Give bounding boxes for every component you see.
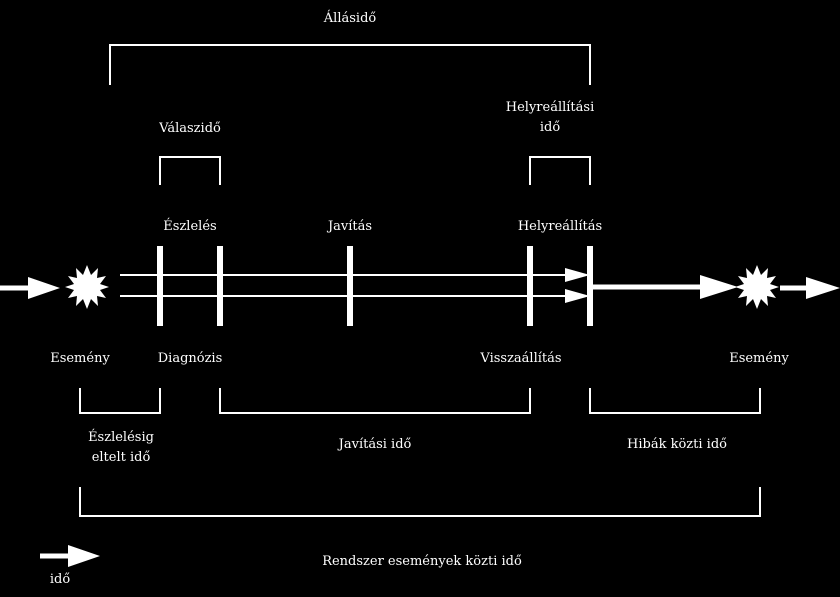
incoming-arrow	[0, 277, 60, 299]
detection-label: Észlelés	[163, 218, 216, 234]
response-time-bracket	[159, 156, 221, 185]
time-between-system-events-label: Rendszer események közti idő	[322, 554, 522, 569]
downtime-label: Állásidő	[323, 10, 377, 26]
detection-bar	[157, 246, 163, 326]
event-right-burst-icon	[735, 265, 779, 309]
downtime-bracket	[109, 44, 591, 85]
event-left-label: Esemény	[50, 351, 110, 366]
outgoing-arrow	[780, 277, 840, 299]
repair-bar	[347, 246, 353, 326]
response-time-label: Válaszidő	[158, 121, 221, 136]
restoration-bar	[587, 246, 593, 326]
operation-arrow	[593, 275, 738, 299]
time-to-detect-label-line1: Észlelésig	[88, 429, 154, 445]
restore-time-bracket	[529, 156, 591, 185]
restore-time-label-line1: Helyreállítási	[506, 100, 594, 115]
diagnosis-bar	[217, 246, 223, 326]
time-to-detect-bracket	[79, 388, 161, 414]
repair-time-bracket	[219, 388, 531, 414]
recovery-label: Visszaállítás	[479, 351, 561, 366]
time-between-failures-label: Hibák közti idő	[627, 437, 727, 452]
diagnosis-label: Diagnózis	[158, 351, 223, 366]
event-right-label: Esemény	[729, 351, 789, 366]
restore-time-label-line2: idő	[540, 120, 560, 135]
time-between-failures-bracket	[589, 388, 761, 414]
time-arrow-legend	[40, 545, 100, 567]
time-legend-label: idő	[50, 572, 70, 587]
event-left-burst-icon	[65, 265, 109, 309]
timeline-arrows	[120, 268, 590, 303]
time-to-detect-label-line2: eltelt idő	[92, 450, 151, 465]
time-between-system-events-bracket	[79, 487, 761, 517]
restoration-label: Helyreállítás	[518, 219, 602, 234]
recovery-bar	[527, 246, 533, 326]
repair-label: Javítás	[326, 219, 372, 234]
repair-time-label: Javítási idő	[337, 437, 412, 452]
